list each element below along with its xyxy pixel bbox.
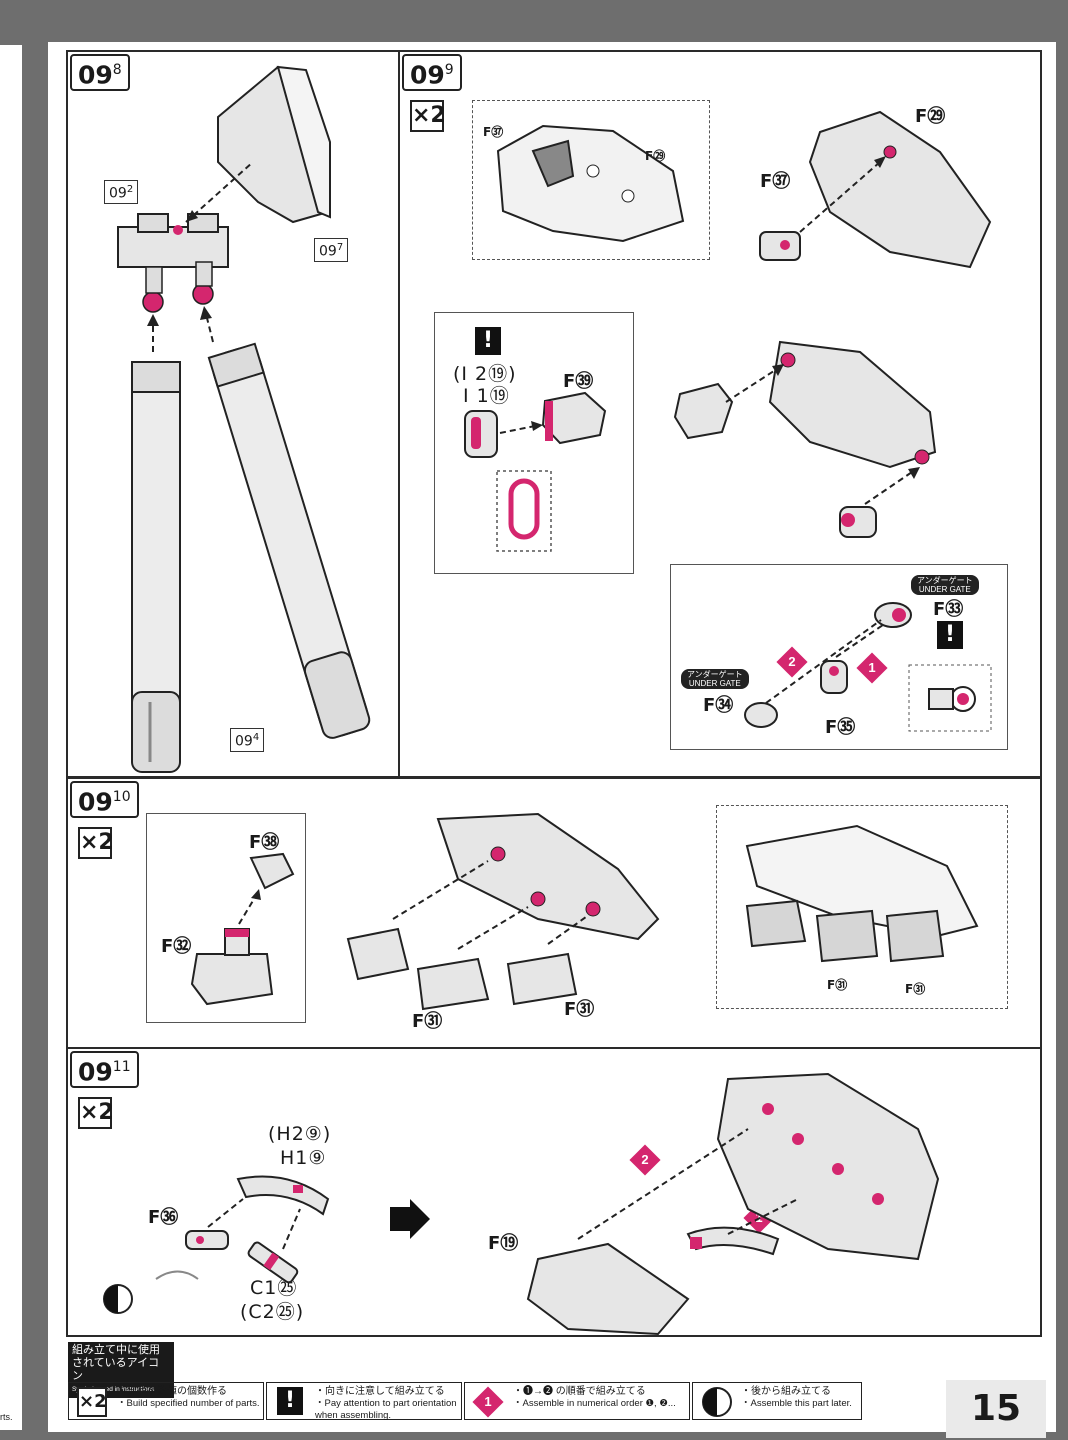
f39-assembly-illustration	[464, 391, 607, 552]
f32-f38-illustration	[190, 852, 295, 1006]
orientation-warning-icon-2: !	[937, 621, 963, 649]
label-f39: F㊴	[563, 371, 594, 392]
multiplier-x2-icon-2: ×2	[78, 827, 114, 859]
legend-item-order: 1 ・❶→❷ の順番で組み立てる・Assemble in numerical o…	[464, 1382, 690, 1420]
label-f34: F㉞	[703, 695, 734, 716]
label-f31-c: F㉛	[827, 978, 848, 992]
label-f31-a: F㉛	[412, 1011, 443, 1032]
f32-f38-inset: F㊳ F㉜	[146, 813, 306, 1023]
legend-title-jp: 組み立て中に使用 されているアイコン	[72, 1344, 160, 1382]
ref-tag-09-7: 097	[314, 238, 349, 262]
multiplier-x2-icon: ×2	[410, 100, 446, 132]
f39-inset: ! (I 2⑲) I 1⑲ F㊴	[434, 312, 634, 574]
label-i2-alt: (I 2⑲)	[453, 363, 517, 385]
legend-item-1-jp: ・向きに注意して組み立てる	[315, 1386, 445, 1397]
label-h1: H1⑨	[280, 1147, 327, 1169]
orientation-warning-icon: !	[475, 327, 501, 355]
page-number: 15	[946, 1380, 1046, 1438]
ref-tag-09-4: 094	[230, 728, 265, 752]
step-09-9-panel: 099 ×2 F㊲ F㉙ F㉙ F㊲ ! (I 2⑲) I 1⑲	[398, 50, 1042, 778]
step-09-8-illustration	[117, 65, 371, 773]
step-09-8-label: 098	[70, 54, 130, 92]
previous-page-edge: rts.	[0, 45, 22, 1430]
legend-item-multiplier: ×2 ・部品を数値の個数作る・Build specified number of…	[68, 1382, 264, 1420]
label-f19: F⑲	[488, 1233, 519, 1254]
legend-title: 組み立て中に使用 されているアイコン Symbols used in instr…	[68, 1342, 174, 1398]
f31-assembly-illustration	[346, 812, 660, 1011]
label-f29: F㉙	[915, 106, 946, 127]
legend-item-later: ・後から組み立てる・Assemble this part later.	[692, 1382, 862, 1420]
label-f31-d: F㉛	[905, 982, 926, 996]
label-c1: C1㉕	[250, 1277, 298, 1299]
step-09-11-panel: 0911 ×2 (H2⑨) H1⑨ F㊱ C1㉕ (C2㉕) F⑲ 2 1	[66, 1047, 1042, 1337]
completed-preview-inset: F㉛ F㉛	[716, 805, 1008, 1009]
f29-part-illustration	[759, 110, 992, 269]
completed-f31-preview	[745, 824, 979, 963]
step-09-11-label: 0911	[70, 1051, 139, 1089]
under-gate-badge-1: アンダーゲート UNDER GATE	[911, 575, 979, 595]
legend-order-icon: 1	[472, 1386, 504, 1418]
legend-item-0-jp: ・部品を数値の個数作る	[117, 1386, 227, 1397]
legend-item-1-en: ・Pay attention to part orientation when …	[315, 1398, 457, 1421]
legend-item-2-jp: ・❶→❷ の順番で組み立てる	[513, 1386, 646, 1397]
legend-x2-icon: ×2	[77, 1387, 107, 1417]
legend-item-3-en: ・Assemble this part later.	[741, 1398, 852, 1409]
label-f32: F㉜	[161, 936, 192, 957]
instruction-sheet: 098 092 097 094	[48, 42, 1056, 1438]
label-i1: I 1⑲	[463, 385, 510, 407]
label-f35: F㉟	[825, 717, 856, 738]
f33-assembly-illustration	[744, 602, 992, 732]
label-f31-b: F㉛	[564, 999, 595, 1020]
step-09-10-panel: 0910 ×2 F㊳ F㉜ F㉛ F	[66, 777, 1042, 1049]
legend-title-en: Symbols used in instructions	[72, 1386, 155, 1393]
f33-f34-f35-inset: アンダーゲート UNDER GATE F㉝ ! アンダーゲート UNDER GA…	[670, 564, 1008, 750]
next-step-arrow-icon	[390, 1199, 430, 1239]
legend-item-orientation: ! ・向きに注意して組み立てる・Pay attention to part or…	[266, 1382, 462, 1421]
legend-item-3-jp: ・後から組み立てる	[741, 1386, 831, 1397]
legend-item-2-en: ・Assemble in numerical order ❶, ❷...	[513, 1398, 676, 1409]
step-09-10-label: 0910	[70, 781, 139, 819]
step-09-9-label: 099	[402, 54, 462, 92]
step-09-8-panel: 098 092 097 094	[66, 50, 400, 778]
icon-legend: 組み立て中に使用 されているアイコン Symbols used in instr…	[48, 1332, 1056, 1432]
label-f37-small: F㊲	[483, 125, 504, 139]
multiplier-x2-icon-3: ×2	[78, 1097, 114, 1129]
label-f33: F㉝	[933, 599, 964, 620]
f29-assembly-preview	[496, 124, 685, 243]
legend-back-icon	[702, 1387, 732, 1417]
label-f29-small: F㉙	[645, 149, 666, 163]
h1-c1-f36-illustration	[103, 1175, 330, 1314]
final-assembly-illustration	[526, 1072, 940, 1336]
label-c2-alt: (C2㉕)	[240, 1301, 305, 1323]
legend-item-0-en: ・Build specified number of parts.	[117, 1398, 260, 1409]
label-h2-alt: (H2⑨)	[268, 1123, 332, 1145]
label-f37: F㊲	[760, 171, 791, 192]
under-gate-badge-2: アンダーゲート UNDER GATE	[681, 669, 749, 689]
label-f38: F㊳	[249, 832, 280, 853]
legend-exclamation-icon: !	[277, 1387, 303, 1415]
label-f36: F㊱	[148, 1207, 179, 1228]
reference-inset-f37-f29: F㊲ F㉙	[472, 100, 710, 260]
f39-f29-assembly-illustration	[673, 340, 937, 538]
previous-page-text: rts.	[0, 1412, 13, 1422]
ref-tag-09-2: 092	[104, 180, 139, 204]
